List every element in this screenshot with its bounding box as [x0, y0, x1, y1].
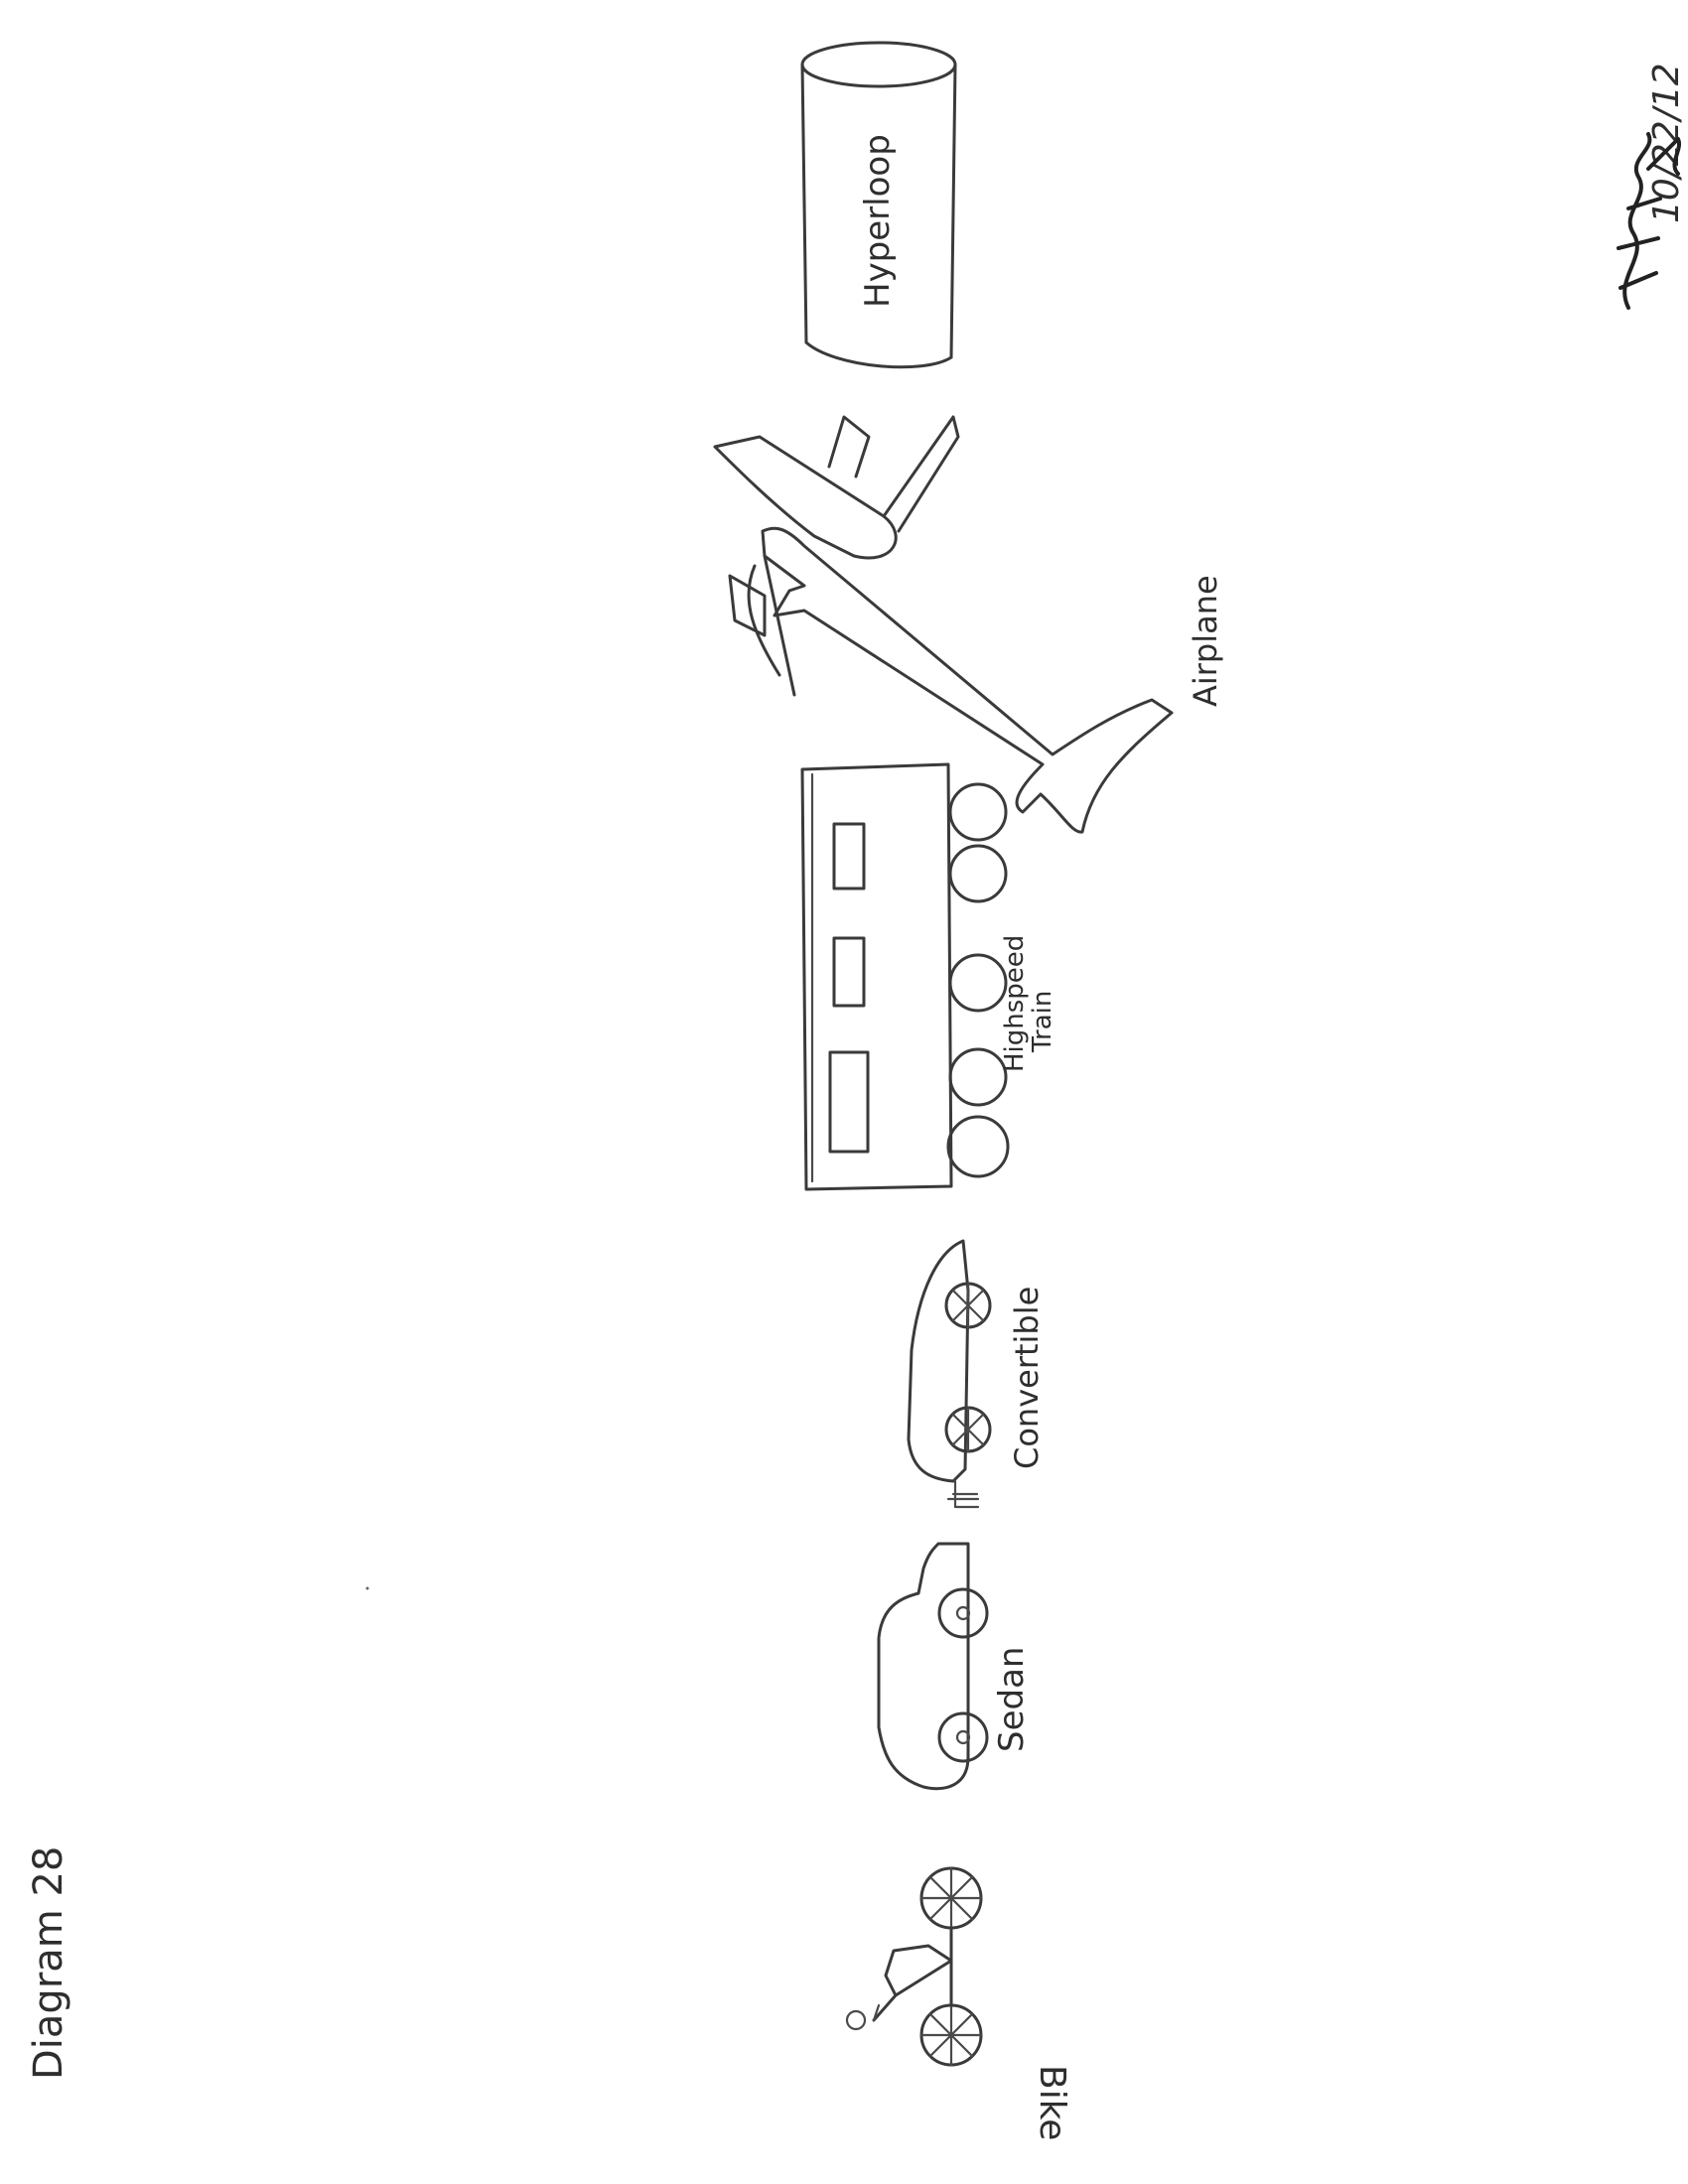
sedan-rear-wheel [937, 1711, 989, 1763]
train-window [828, 1050, 870, 1154]
hyperloop-top-rim [800, 41, 957, 88]
bike-label: Bike [1032, 2065, 1072, 2140]
sedan-front-wheel [937, 1587, 989, 1639]
diagram-title: Diagram 28 [26, 1846, 71, 2080]
sedan-drawing [877, 1542, 989, 1791]
train-window [832, 936, 866, 1008]
train-label-line1: Highspeed [1000, 935, 1030, 1072]
bike-drawing [845, 1866, 983, 2067]
stray-dot [365, 1586, 369, 1590]
train-window [832, 822, 866, 890]
train-drawing [800, 762, 1010, 1191]
airplane-label: Airplane [1187, 575, 1224, 707]
train-label-line2: Train [1028, 991, 1057, 1053]
airplane-drawing [713, 415, 1174, 834]
train-body [800, 762, 953, 1191]
convertible-label: Convertible [1008, 1287, 1046, 1469]
hyperloop-drawing [800, 41, 957, 369]
convertible-drawing [907, 1239, 992, 1509]
hyperloop-label: Hyperloop [858, 134, 898, 308]
sedan-label: Sedan [992, 1647, 1032, 1752]
signature-mark [1617, 132, 1682, 310]
